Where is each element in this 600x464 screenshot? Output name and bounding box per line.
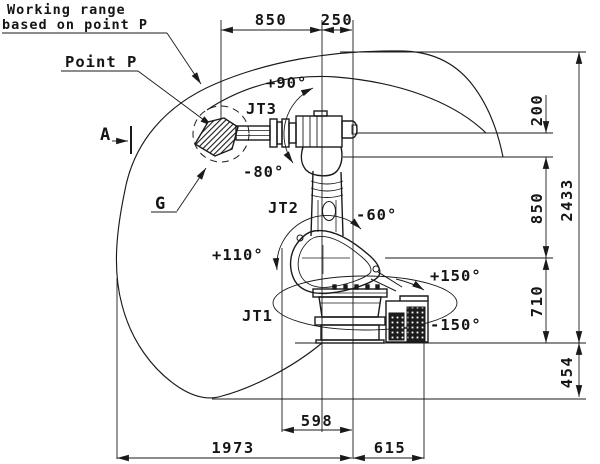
dim-850-top-label: 850 (255, 11, 288, 29)
envelope-outline (115, 50, 504, 399)
jt1-plus-angle: +150° (430, 267, 482, 285)
dimension-lines (117, 26, 583, 462)
jt1-minus-angle: -150° (430, 316, 482, 334)
point-p-label: Point P (65, 53, 137, 71)
dim-200-right-label: 200 (528, 94, 546, 127)
jt2-minus-angle: -60° (356, 206, 397, 224)
robot-body (194, 110, 429, 344)
note-line2: based on point P (2, 17, 148, 33)
dim-250-top-label: 250 (321, 11, 354, 29)
forearm-housing (295, 110, 358, 148)
dim-1973-bottom-label: 1973 (211, 439, 254, 457)
g-label: G (155, 194, 165, 214)
leader-working-range (166, 32, 202, 85)
upper-arm-link (300, 146, 344, 237)
leader-g (176, 167, 207, 212)
note-line1: Working range (7, 2, 126, 18)
leader-point-p (137, 70, 213, 127)
end-effector-tool (194, 117, 239, 157)
dim-710-right-label: 710 (528, 285, 546, 318)
wrist-assembly (235, 118, 297, 148)
jt2-label: JT2 (268, 199, 299, 217)
dim-615-bottom-label: 615 (374, 439, 407, 457)
jt3-plus-angle: +90° (266, 74, 307, 92)
connector-box (385, 295, 429, 343)
base-assembly (312, 284, 388, 344)
connector-pins-left (388, 312, 405, 341)
jt2-swing-arc (272, 215, 362, 271)
jt3-swing-arc (283, 87, 314, 164)
point-p-dashed-circle (192, 105, 250, 163)
jt1-label: JT1 (242, 307, 273, 325)
jt2-plus-angle: +110° (212, 246, 264, 264)
jt3-minus-angle: -80° (243, 163, 284, 181)
dim-598-bottom-label: 598 (301, 412, 334, 430)
envelope-inner-arc (206, 75, 487, 134)
extension-lines (116, 20, 586, 459)
dim-850-right-label: 850 (528, 192, 546, 225)
jt3-label: JT3 (246, 100, 277, 118)
jt2-hub (289, 229, 403, 295)
working-envelope (115, 50, 504, 399)
connector-pins-right (406, 306, 426, 343)
text-labels: Working range based on point P Point P A… (2, 2, 576, 457)
jt1-plus-arrow (395, 278, 425, 291)
view-a-label: A (100, 125, 110, 145)
jt1-rotation-ellipse (272, 275, 458, 331)
leader-lines (2, 32, 213, 213)
dim-454-right-label: 454 (558, 356, 576, 389)
dim-2433-right-label: 2433 (558, 178, 576, 221)
